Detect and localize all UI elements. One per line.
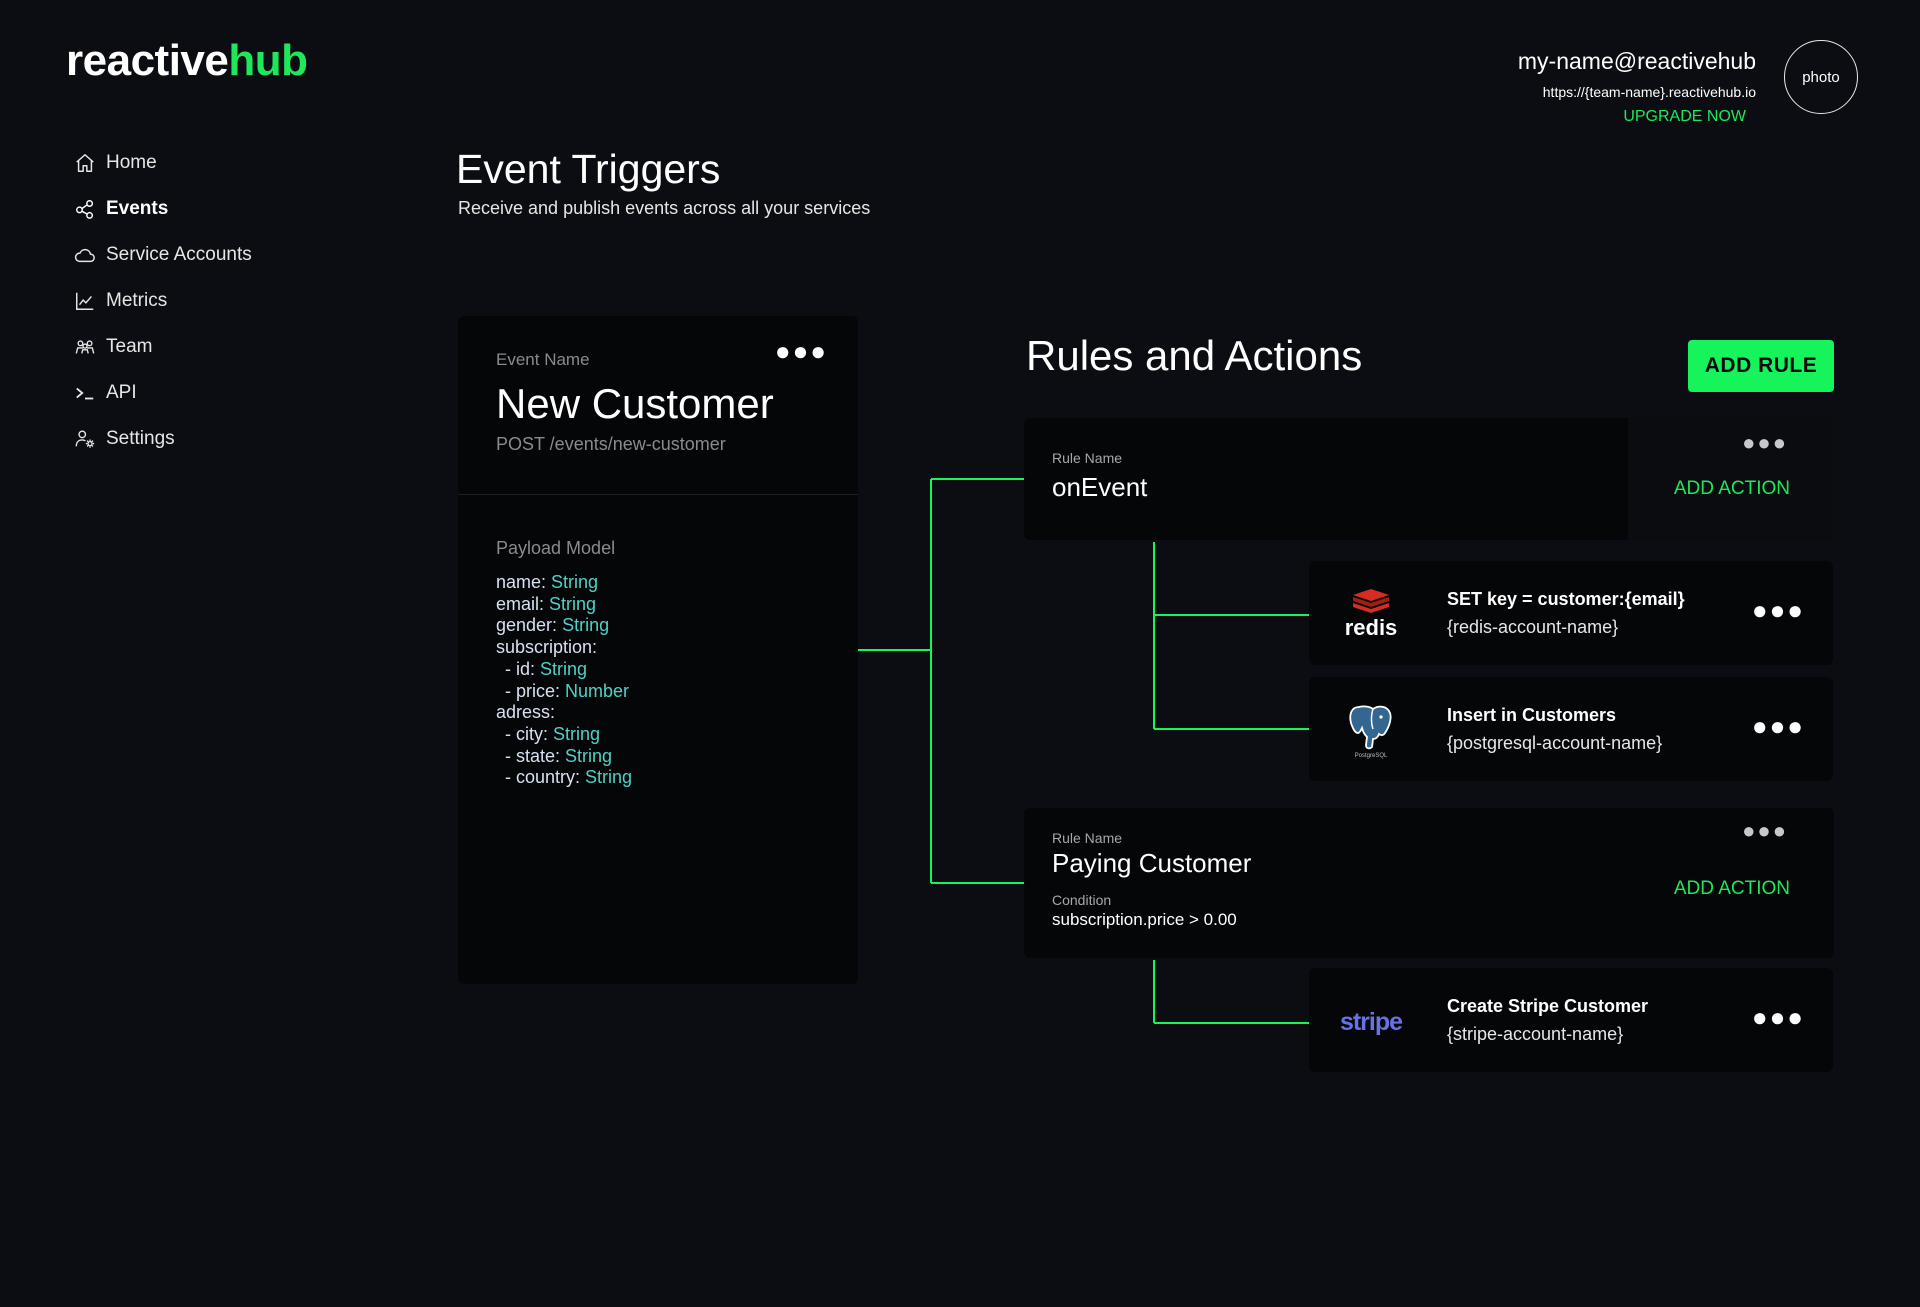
rule-name-label: Rule Name — [1052, 450, 1123, 466]
action-more-options-icon[interactable]: ●●● — [1751, 595, 1805, 625]
event-card-divider — [458, 494, 858, 495]
sidebar-item-label: Metrics — [106, 290, 168, 311]
payload-field: adress: — [496, 702, 556, 723]
payload-field: subscription: — [496, 637, 598, 658]
action-account: {redis-account-name} — [1447, 617, 1619, 637]
action-card-redis: redis SET key = customer:{email} {redis-… — [1309, 561, 1833, 665]
action-card-stripe: stripe Create Stripe Customer {stripe-ac… — [1309, 968, 1833, 1072]
sidebar-item-label: API — [106, 382, 137, 403]
sidebar-item-team[interactable]: Team — [74, 324, 374, 370]
rule-condition: subscription.price > 0.00 — [1052, 910, 1237, 929]
payload-model-label: Payload Model — [496, 538, 616, 558]
sidebar-nav: Home Events Service Accounts Metrics Tea… — [74, 140, 374, 462]
event-endpoint: POST /events/new-customer — [496, 434, 726, 454]
sidebar-item-service-accounts[interactable]: Service Accounts — [74, 232, 374, 278]
redis-logo-text: redis — [1345, 615, 1398, 640]
sidebar-item-home[interactable]: Home — [74, 140, 374, 186]
sidebar-item-metrics[interactable]: Metrics — [74, 278, 374, 324]
sidebar-item-label: Team — [106, 336, 153, 357]
sidebar-item-label: Settings — [106, 428, 175, 449]
upgrade-now-link[interactable]: UPGRADE NOW — [1623, 108, 1746, 125]
action-card-postgresql: PostgreSQL Insert in Customers {postgres… — [1309, 677, 1833, 781]
user-email: my-name@reactivehub — [1517, 48, 1756, 74]
event-name-label: Event Name — [496, 350, 590, 369]
rule-card-onevent: Rule Name onEvent ADD ACTION ●●● — [1024, 418, 1834, 540]
share-nodes-icon — [76, 200, 94, 219]
stripe-logo: stripe — [1340, 1008, 1403, 1036]
rule-name: onEvent — [1052, 472, 1148, 502]
line-chart-icon — [76, 292, 94, 310]
payload-field: - id: String — [505, 658, 588, 679]
action-title: Insert in Customers — [1447, 705, 1617, 725]
terminal-icon — [76, 387, 94, 400]
stripe-logo-text: stripe — [1340, 1008, 1403, 1036]
rule-card-paying-customer: Rule Name Paying Customer Condition subs… — [1024, 808, 1834, 958]
redis-logo: redis — [1345, 589, 1398, 640]
avatar[interactable]: photo — [1784, 40, 1858, 114]
team-icon — [75, 340, 95, 354]
page-subtitle: Receive and publish events across all yo… — [458, 198, 871, 218]
rule-name-label: Rule Name — [1052, 830, 1123, 846]
team-url: https://{team-name}.reactivehub.io — [1542, 84, 1756, 100]
postgresql-logo: PostgreSQL — [1349, 705, 1392, 759]
sidebar-item-label: Service Accounts — [106, 244, 252, 265]
action-more-options-icon[interactable]: ●●● — [1751, 1002, 1805, 1032]
add-action-button[interactable]: ADD ACTION — [1673, 878, 1790, 899]
payload-field: - country: String — [505, 767, 633, 788]
event-name: New Customer — [496, 380, 774, 427]
event-card: Event Name New Customer POST /events/new… — [458, 316, 858, 984]
rule-name: Paying Customer — [1052, 848, 1252, 878]
postgresql-logo-text: PostgreSQL — [1355, 753, 1388, 759]
rule-actions-panel — [1628, 418, 1834, 540]
action-title: SET key = customer:{email} — [1447, 589, 1685, 609]
sidebar-item-label: Home — [106, 152, 157, 173]
action-more-options-icon[interactable]: ●●● — [1751, 711, 1805, 741]
user-settings-icon — [75, 430, 95, 448]
add-rule-button[interactable]: ADD RULE — [1688, 340, 1834, 392]
avatar-label: photo — [1802, 68, 1840, 86]
logo-primary-text: reactive — [66, 36, 229, 85]
payload-field: email: String — [496, 593, 597, 614]
event-more-options-icon[interactable]: ●●● — [774, 336, 828, 366]
home-icon — [76, 154, 94, 172]
rule-more-options-icon[interactable]: ●●● — [1742, 430, 1788, 455]
payload-field: gender: String — [496, 615, 610, 636]
logo-accent-text: hub — [228, 36, 308, 85]
payload-field: - city: String — [505, 723, 601, 744]
rule-more-options-icon[interactable]: ●●● — [1742, 818, 1788, 843]
payload-model-list: name: String email: String gender: Strin… — [496, 572, 632, 789]
cloud-icon — [74, 248, 95, 263]
payload-field: - state: String — [505, 745, 613, 766]
rules-title: Rules and Actions — [1026, 332, 1363, 379]
sidebar-item-api[interactable]: API — [74, 370, 374, 416]
payload-field: name: String — [496, 572, 599, 592]
rule-condition-label: Condition — [1052, 892, 1112, 908]
page-title: Event Triggers — [456, 146, 721, 192]
sidebar-item-events[interactable]: Events — [74, 186, 374, 232]
sidebar-item-settings[interactable]: Settings — [74, 416, 374, 462]
app-logo[interactable]: reactivehub — [66, 36, 308, 86]
action-title: Create Stripe Customer — [1447, 996, 1649, 1016]
sidebar-item-label: Events — [106, 198, 169, 219]
payload-field: - price: Number — [505, 680, 630, 701]
action-account: {postgresql-account-name} — [1447, 733, 1663, 753]
add-action-button[interactable]: ADD ACTION — [1673, 478, 1790, 499]
action-account: {stripe-account-name} — [1447, 1024, 1624, 1044]
